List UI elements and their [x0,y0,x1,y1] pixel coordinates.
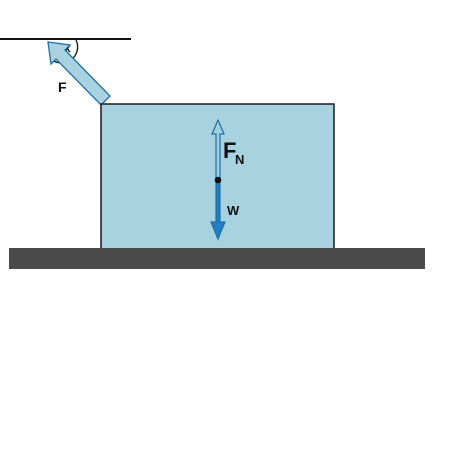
applied-force-arrow [47,41,111,106]
normal-force-label: F [223,138,236,163]
normal-force-arrow [211,118,225,181]
center-of-mass-dot [214,176,222,184]
weight-arrow [210,179,226,241]
normal-force-subscript: N [235,152,244,167]
weight-label: W [227,203,240,218]
applied-force-label: F [58,79,67,95]
ground-surface [9,248,425,269]
